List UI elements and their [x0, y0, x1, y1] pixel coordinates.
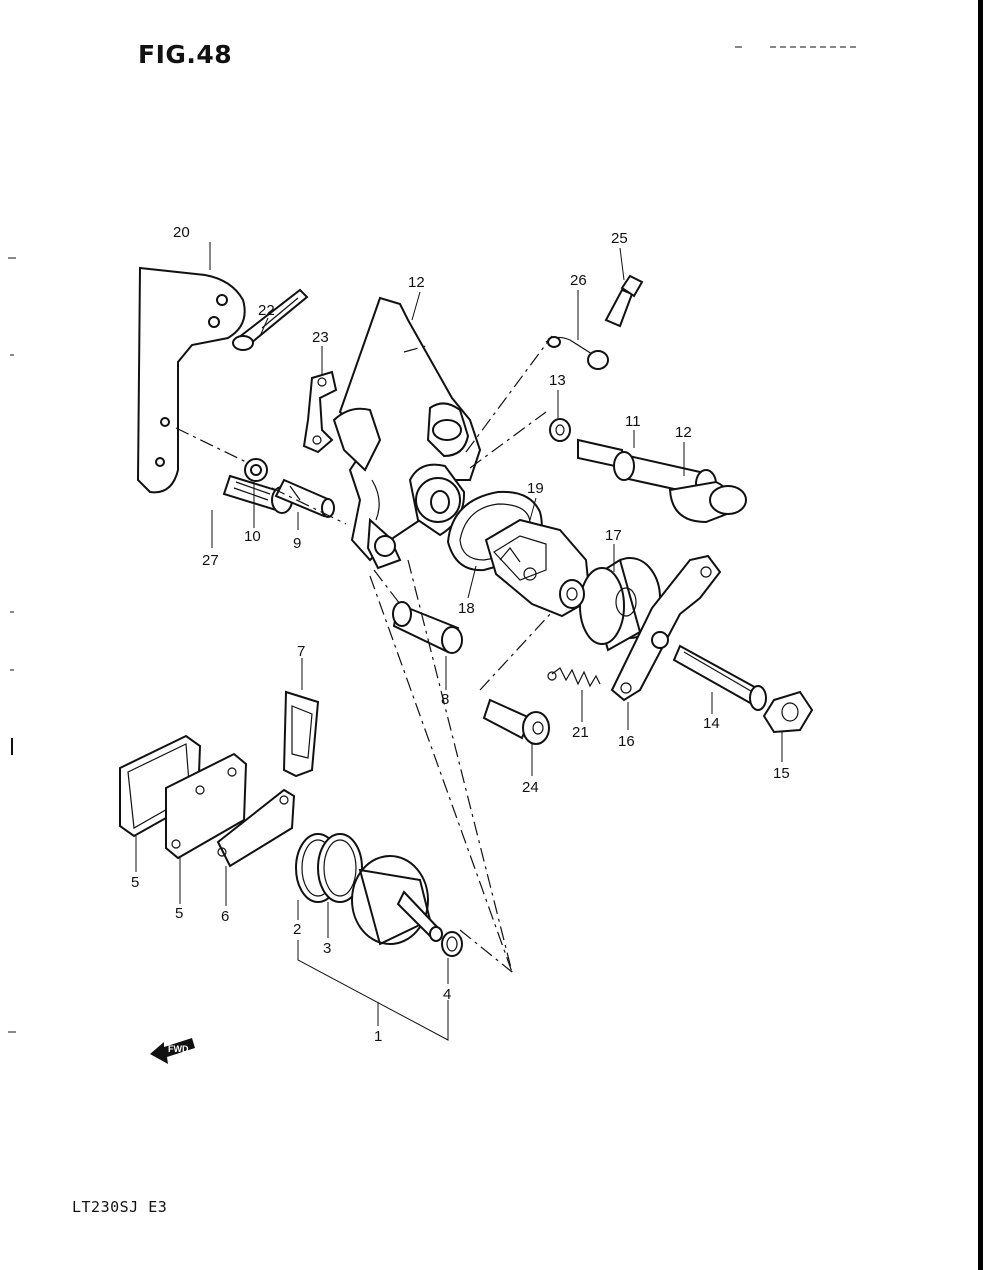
page-edge — [978, 0, 983, 1270]
callout-6: 6 — [221, 908, 229, 925]
spring-21 — [547, 667, 601, 688]
callout-7: 7 — [297, 643, 305, 660]
fwd-arrow-icon: FWD — [150, 1038, 195, 1064]
leader-lines — [135, 242, 783, 1041]
callout-26: 26 — [570, 272, 587, 289]
bearing-17 — [559, 557, 661, 652]
bleeder-25 — [604, 274, 644, 328]
callout-16: 16 — [618, 733, 635, 750]
callout-23: 23 — [312, 329, 329, 346]
o-ring-4 — [441, 931, 463, 957]
shim-6 — [216, 788, 296, 868]
callout-27: 27 — [202, 552, 219, 569]
callout-25: 25 — [611, 230, 628, 247]
bolt-22 — [232, 288, 309, 351]
bolt-24 — [482, 698, 550, 745]
callout-21: 21 — [572, 724, 589, 741]
caliper-body — [332, 296, 482, 570]
callout-1: 1 — [374, 1028, 382, 1045]
callout-8: 8 — [441, 691, 449, 708]
model-code: LT230SJ E3 — [72, 1198, 168, 1216]
piston-1 — [351, 855, 443, 946]
callout-3: 3 — [323, 940, 331, 957]
bleeder-cap-26 — [545, 336, 609, 370]
callout-labels: 20 22 23 12 25 26 13 11 12 19 17 18 27 1… — [131, 224, 790, 1045]
callout-4: 4 — [443, 986, 451, 1003]
washer-13 — [549, 418, 571, 442]
slide-pin-11 — [577, 438, 717, 499]
callout-14: 14 — [703, 715, 720, 732]
callout-13: 13 — [549, 372, 566, 389]
washer-10 — [244, 458, 268, 482]
pin-8 — [392, 601, 463, 654]
callout-18: 18 — [458, 600, 475, 617]
fwd-label: FWD — [168, 1044, 189, 1054]
figure-title: FIG.48 — [138, 40, 233, 69]
callout-5-left: 5 — [131, 874, 139, 891]
callout-17: 17 — [605, 527, 622, 544]
seal-3 — [317, 833, 363, 903]
bolt-14 — [672, 644, 767, 711]
bracket-plate — [136, 266, 246, 494]
pad-spring-7 — [282, 690, 320, 778]
lock-plate-23 — [302, 370, 338, 454]
callout-11: 11 — [625, 413, 641, 430]
callout-5-right: 5 — [175, 905, 183, 922]
callout-20: 20 — [173, 224, 190, 241]
callout-24: 24 — [522, 779, 539, 796]
lever-16 — [610, 554, 722, 702]
boot-12-right — [668, 480, 747, 524]
callout-22: 22 — [258, 302, 275, 319]
callout-12-right: 12 — [675, 424, 692, 441]
brake-pad-5b — [165, 752, 248, 860]
assembly-lines — [175, 335, 553, 973]
callout-15: 15 — [773, 765, 790, 782]
nut-15 — [762, 690, 814, 734]
callout-19: 19 — [527, 480, 544, 497]
callout-10: 10 — [244, 528, 261, 545]
scan-marks — [8, 46, 860, 1033]
callout-2: 2 — [293, 921, 301, 938]
callout-12-upper: 12 — [408, 274, 425, 291]
callout-9: 9 — [293, 535, 301, 552]
